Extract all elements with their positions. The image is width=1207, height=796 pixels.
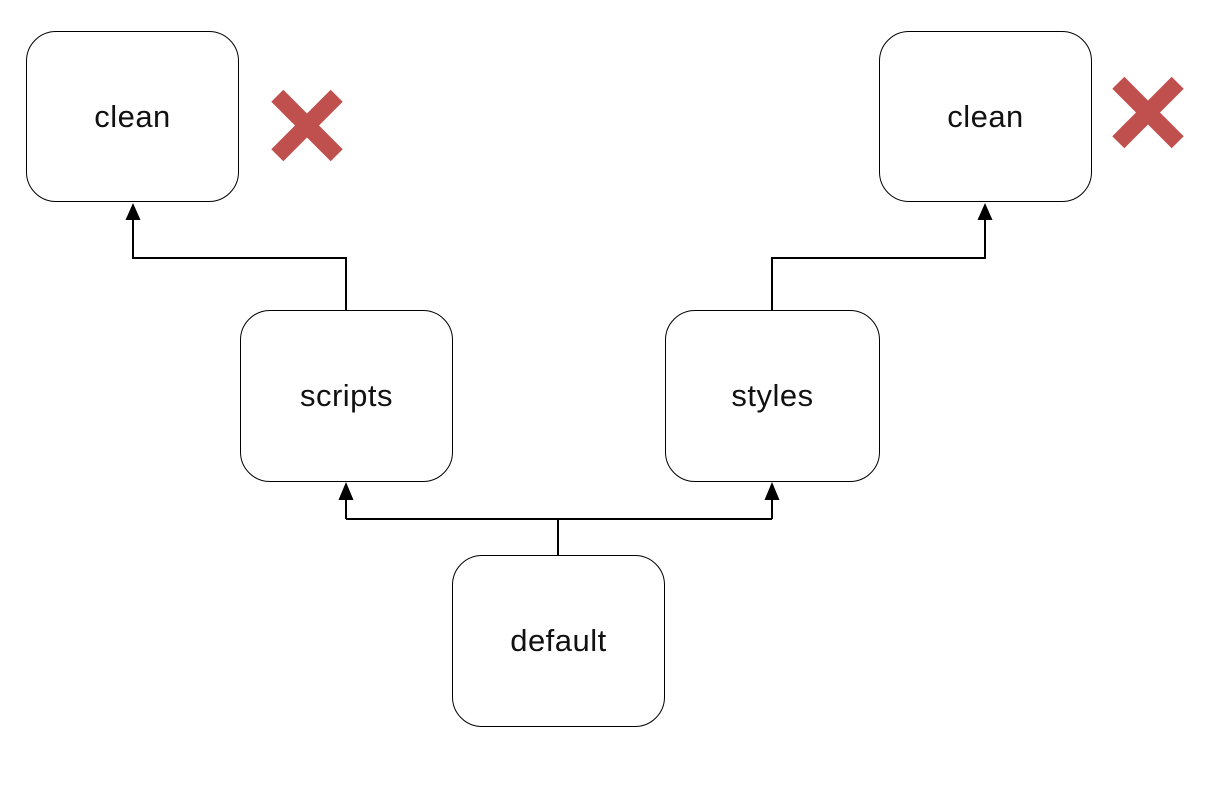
node-clean-left: clean	[26, 31, 239, 202]
node-scripts: scripts	[240, 310, 453, 482]
node-label: default	[510, 623, 607, 658]
node-clean-right: clean	[879, 31, 1092, 202]
arrowhead-into-clean-left	[125, 203, 141, 220]
node-styles: styles	[665, 310, 880, 482]
arrowhead-into-clean-right	[977, 203, 993, 220]
edge-scripts-to-clean-left	[132, 219, 347, 310]
node-default: default	[452, 555, 665, 727]
node-label: styles	[731, 378, 814, 413]
edge-styles-to-clean-right	[771, 219, 986, 310]
arrowhead-into-styles	[764, 482, 780, 500]
x-mark-icon	[271, 89, 343, 161]
node-label: clean	[947, 98, 1024, 134]
arrowhead-into-scripts	[338, 482, 354, 500]
x-mark-icon	[1112, 76, 1184, 148]
node-label: clean	[94, 98, 171, 134]
node-label: scripts	[299, 378, 394, 413]
